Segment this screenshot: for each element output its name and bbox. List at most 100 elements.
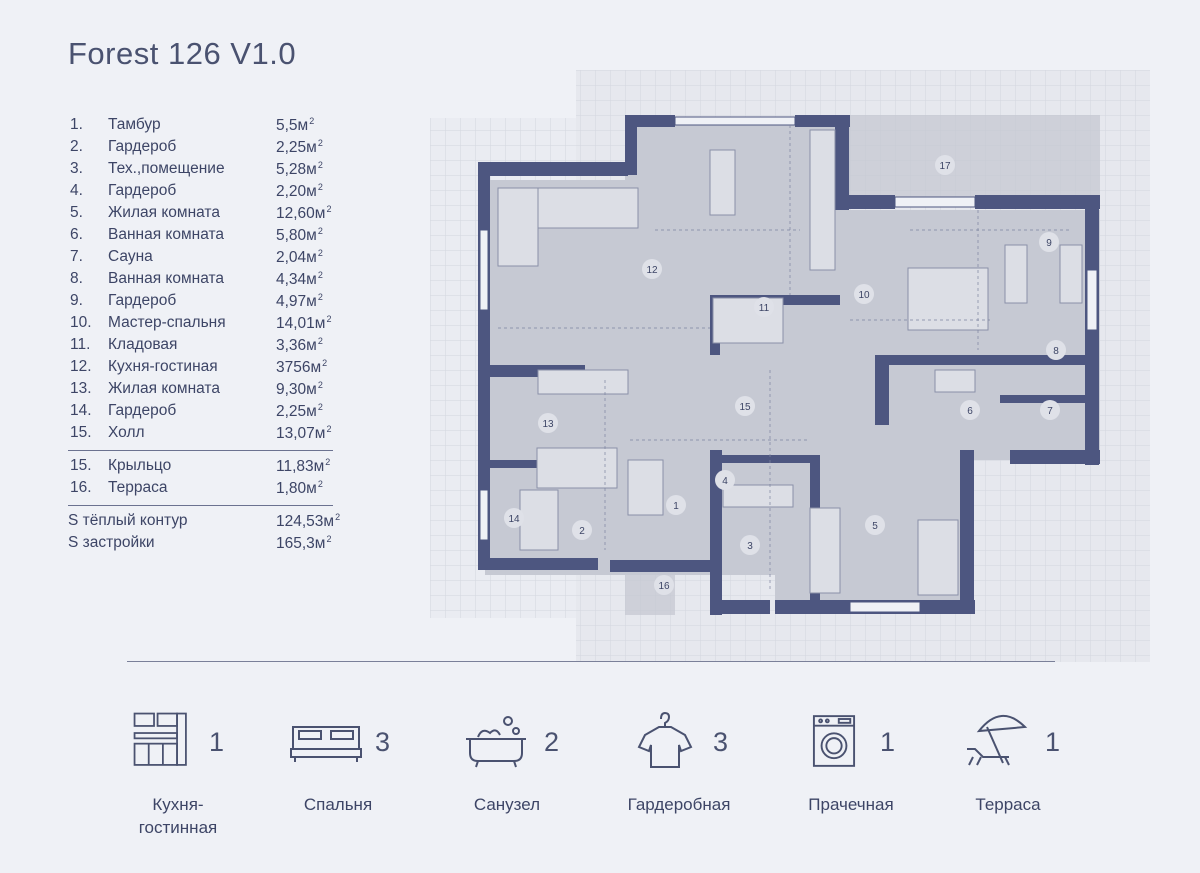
svg-text:15: 15 — [739, 402, 751, 413]
room-num: 9. — [70, 292, 83, 309]
room-area: 2,25м2 — [276, 138, 323, 156]
svg-text:17: 17 — [939, 161, 951, 172]
room-marker-7: 7 — [1040, 400, 1060, 420]
dining-table-icon — [709, 149, 736, 216]
room-num: 8. — [70, 270, 83, 287]
room-marker-12: 12 — [642, 259, 662, 279]
room-marker-10: 10 — [854, 284, 874, 304]
kitchen-icon — [133, 712, 187, 766]
feature-count: 1 — [1045, 727, 1061, 757]
bed-icon — [907, 267, 989, 331]
room-row: 4. Гардероб 2,20м2 — [68, 182, 333, 204]
room-area: 12,60м2 — [276, 204, 332, 222]
feature-wardrobe: 3 Гардеробная — [628, 705, 787, 845]
total-area: 165,3м2 — [276, 534, 332, 552]
svg-text:5: 5 — [872, 521, 878, 532]
feature-label: Прачечная — [808, 795, 894, 814]
svg-text:8: 8 — [1053, 346, 1059, 357]
svg-text:10: 10 — [858, 290, 870, 301]
room-marker-15: 15 — [735, 396, 755, 416]
furniture — [497, 129, 1083, 596]
room-num: 7. — [70, 248, 83, 265]
room-num: 4. — [70, 182, 83, 199]
room-marker-16: 16 — [654, 575, 674, 595]
svg-text:4: 4 — [722, 476, 728, 487]
total-row: S застройки 165,3м2 — [68, 534, 333, 556]
room-marker-8: 8 — [1046, 340, 1066, 360]
room-area: 5,80м2 — [276, 226, 323, 244]
room-name: Тамбур — [108, 116, 161, 133]
room-marker-14: 14 — [504, 508, 524, 528]
room-name: Мастер-спальня — [108, 314, 226, 331]
washing-machine-icon — [812, 715, 856, 767]
room-area: 9,30м2 — [276, 380, 323, 398]
room-num: 14. — [70, 402, 92, 419]
room-marker-11: 11 — [754, 297, 774, 317]
total-name: S застройки — [68, 534, 155, 551]
room-name: Гардероб — [108, 402, 177, 419]
room-area: 3,36м2 — [276, 336, 323, 354]
room-name: Гардероб — [108, 182, 177, 199]
room-num: 1. — [70, 116, 83, 133]
feature-laundry: 1 Прачечная — [808, 705, 962, 845]
room-num: 13. — [70, 380, 92, 397]
feature-label: Терраса — [975, 795, 1041, 814]
bathtub-icon — [466, 716, 526, 768]
bed-icon — [290, 726, 362, 762]
bed-icon — [917, 519, 959, 596]
svg-text:11: 11 — [759, 303, 770, 314]
room-num: 10. — [70, 314, 92, 331]
svg-text:2: 2 — [579, 526, 585, 537]
room-marker-1: 1 — [666, 495, 686, 515]
room-area: 2,20м2 — [276, 182, 323, 200]
room-name: Кухня-гостиная — [108, 358, 218, 375]
room-num: 11. — [70, 336, 91, 353]
feature-count: 1 — [880, 727, 896, 757]
room-num: 16. — [70, 479, 92, 496]
feature-terrace: 1 Терраса — [965, 705, 1115, 845]
room-num: 6. — [70, 226, 83, 243]
room-area: 5,28м2 — [276, 160, 323, 178]
room-area: 4,34м2 — [276, 270, 323, 288]
room-marker-2: 2 — [572, 520, 592, 540]
terrace-area — [850, 115, 1100, 197]
feature-bedroom: 3 Спальня — [289, 705, 439, 845]
section-divider — [127, 661, 1055, 662]
room-area: 2,04м2 — [276, 248, 323, 266]
room-area: 1,80м2 — [276, 479, 323, 497]
svg-text:16: 16 — [658, 581, 670, 592]
room-marker-6: 6 — [960, 400, 980, 420]
bathtub-icon — [934, 369, 976, 393]
windows — [479, 116, 1098, 613]
sunbed-umbrella-icon — [967, 715, 1028, 766]
room-row: 7. Сауна 2,04м2 — [68, 248, 333, 270]
room-num: 15. — [70, 424, 92, 441]
room-num: 3. — [70, 160, 83, 177]
svg-text:9: 9 — [1046, 238, 1052, 249]
room-area: 4,97м2 — [276, 292, 323, 310]
room-name: Сауна — [108, 248, 153, 265]
feature-count: 1 — [209, 727, 225, 757]
room-name: Холл — [108, 424, 145, 441]
room-name: Ванная комната — [108, 226, 225, 243]
room-name: Терраса — [108, 479, 168, 496]
divider — [68, 505, 333, 506]
feature-label: Санузел — [473, 795, 541, 814]
room-name: Жилая комната — [108, 204, 220, 221]
divider — [68, 450, 333, 451]
svg-text:12: 12 — [646, 265, 658, 276]
room-area: 3756м2 — [276, 358, 328, 376]
